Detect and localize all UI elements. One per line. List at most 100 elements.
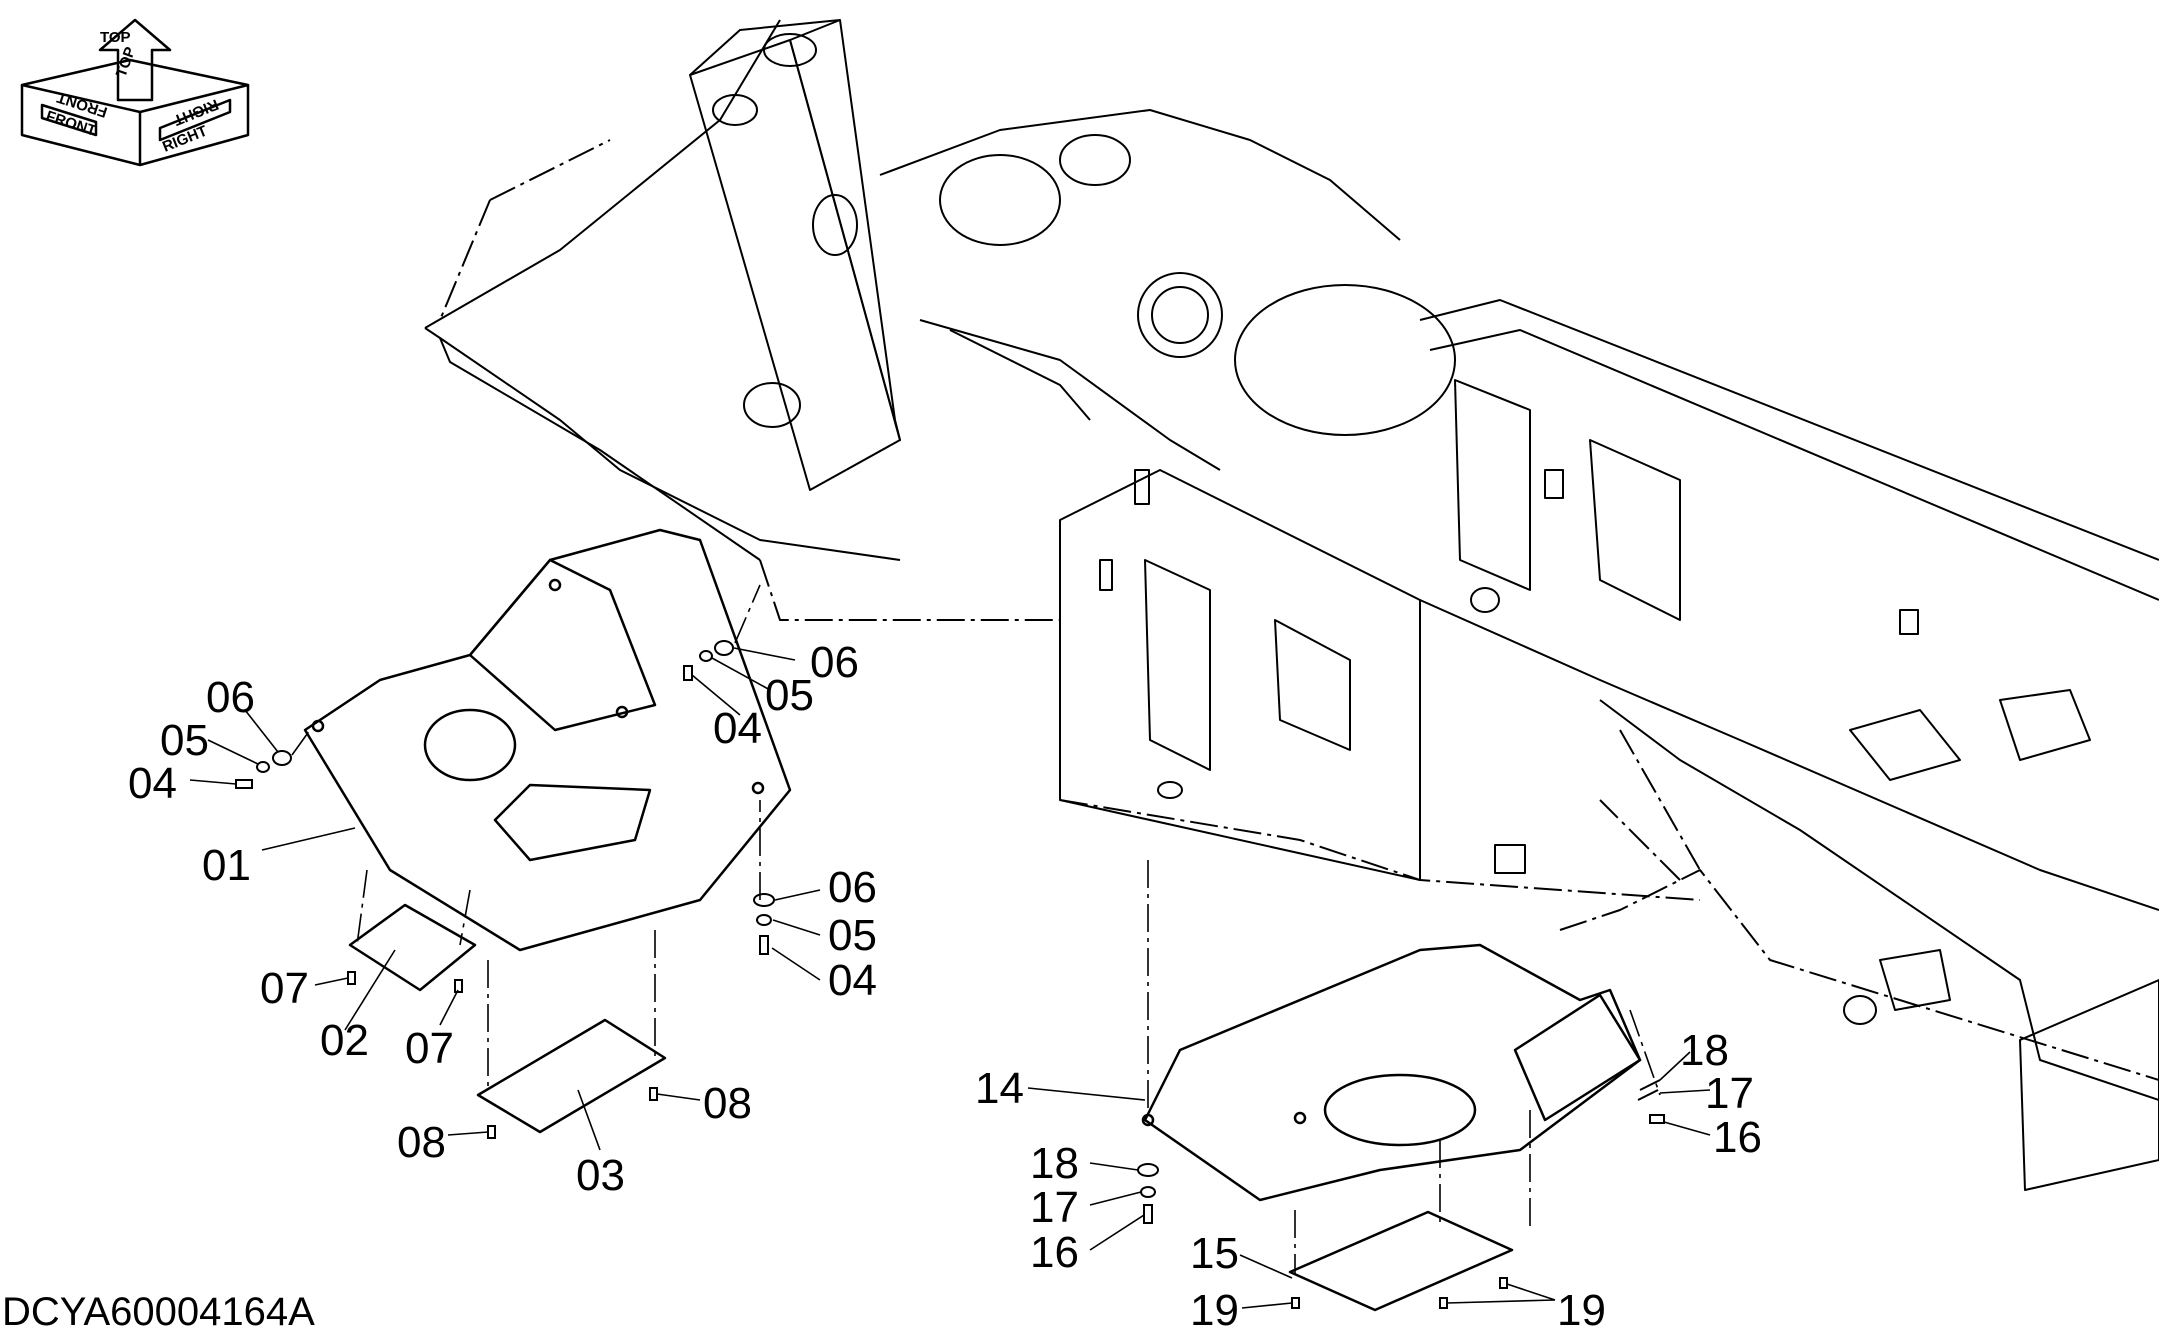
frame-left-deck-outline: [424, 19, 781, 329]
leader-02: [344, 949, 396, 1031]
leader-15: [1239, 1254, 1293, 1279]
right-cover-assembly: [1141, 943, 1642, 1312]
leader-18-center: [1089, 1162, 1139, 1171]
cover-01-hole-3: [751, 781, 765, 795]
chassis-access-panel-2: [1589, 439, 1681, 621]
plate-03: [476, 1018, 667, 1134]
chassis-hole-2: [1843, 995, 1877, 1025]
pillar-side-slot: [812, 194, 858, 256]
lockwasher-05-upper: [699, 650, 713, 662]
chassis-hole-1: [1470, 587, 1500, 613]
frame-center-deck-lower: [919, 319, 1221, 471]
callout-19-right: 19: [1557, 1286, 1606, 1335]
leader-19-left: [1241, 1302, 1293, 1309]
centerline-plate-02-b: [459, 889, 471, 946]
chassis-bracket-2: [1879, 949, 1951, 1011]
leader-18-right: [1659, 1051, 1691, 1081]
frame-pillar-top: [689, 19, 841, 76]
center-joint-hub: [1151, 286, 1209, 344]
frame-boss-3: [1494, 844, 1526, 874]
leader-07-right: [439, 989, 459, 1026]
callout-16-right: 16: [1713, 1113, 1762, 1162]
frame-hidden-envelope-right: [1559, 869, 2159, 1081]
callout-05-left: 05: [160, 716, 209, 765]
cover-01-hole-2: [615, 705, 629, 719]
screw-19-left: [1291, 1297, 1300, 1309]
callout-08-left: 08: [397, 1118, 446, 1167]
callout-15: 15: [1190, 1229, 1239, 1278]
frame-left-hidden-line: [439, 199, 491, 321]
swivel-opening-top: [1059, 134, 1131, 186]
leader-06-lower: [774, 889, 821, 901]
leader-16-center: [1089, 1214, 1145, 1251]
frame-pillar-side: [789, 19, 901, 441]
leader-16-right: [1663, 1121, 1711, 1136]
callout-04-upper: 04: [713, 704, 762, 753]
orientation-top-label: TOP: [100, 29, 131, 46]
screw-19-right: [1499, 1277, 1508, 1289]
callout-06-lower: 06: [828, 863, 877, 912]
machine-frame: [424, 19, 2159, 1191]
cover-14-plate: [1143, 943, 1642, 1202]
leader-06-upper: [733, 647, 796, 661]
callout-labels: 01 02 03 04 05 06 04 05 06 04 05 06 07 0…: [128, 638, 1762, 1335]
right-arrow: [158, 98, 232, 142]
left-cover-assembly: [303, 528, 792, 1134]
pillar-top-bore: [763, 33, 817, 67]
washer-18-right: [1639, 1079, 1661, 1091]
chassis-end-plate: [2019, 979, 2159, 1191]
callout-07-right: 07: [405, 1024, 454, 1073]
lockwasher-05-left: [256, 761, 270, 773]
fasteners: [235, 640, 1665, 1309]
frame-hidden-diagonal: [1599, 799, 1681, 881]
orientation-right-label: RIGHT: [160, 122, 210, 155]
leader-07-left: [314, 977, 349, 986]
frame-left-hidden-line-2: [489, 139, 611, 201]
callout-04-lower: 04: [828, 956, 877, 1005]
callout-07-left: 07: [260, 964, 309, 1013]
callout-06-upper: 06: [810, 638, 859, 687]
document-code: DCYA60004164A: [2, 1290, 315, 1334]
leader-19-right-a: [1446, 1299, 1556, 1304]
front-arrow: [40, 103, 98, 137]
leader-08-left: [447, 1131, 489, 1136]
callout-06-left: 06: [206, 673, 255, 722]
cover-14-opening: [1323, 1073, 1477, 1147]
callout-03: 03: [576, 1151, 625, 1200]
callout-18-right: 18: [1680, 1026, 1729, 1075]
chassis-access-panel-1: [1454, 379, 1531, 591]
callout-05-upper: 05: [765, 671, 814, 720]
leader-17-center: [1089, 1191, 1142, 1206]
washer-06-upper: [714, 640, 734, 656]
screw-07-right: [454, 979, 463, 993]
lower-body-window-left: [1144, 559, 1211, 771]
orientation-indicator: TOP TOP FRONT FRONT RIGHT RIGHT: [20, 18, 250, 167]
leader-08-right: [656, 1093, 701, 1101]
cover-01-plate: [303, 528, 792, 952]
cover-01-hole-4: [548, 578, 562, 592]
callout-08-right: 08: [703, 1079, 752, 1128]
washer-18-center: [1137, 1163, 1159, 1177]
frame-hidden-diagonal-2: [1619, 729, 1701, 871]
screw-19-mid: [1439, 1297, 1448, 1309]
leader-14: [1027, 1087, 1146, 1101]
leader-04-left: [189, 779, 237, 785]
frame-boss-5: [1899, 609, 1919, 635]
cover-14-raised-section: [1513, 993, 1642, 1122]
chassis-bracket-1: [1849, 709, 1961, 781]
frame-left-deck-edge: [439, 337, 761, 561]
leader-lines: [189, 647, 1711, 1309]
cover-14-hole-2: [1293, 1111, 1307, 1125]
lower-body-hole: [1157, 781, 1183, 799]
bolt-04-left: [235, 779, 253, 789]
callout-14: 14: [975, 1064, 1024, 1113]
plate-15: [1288, 1210, 1514, 1312]
callout-18-center: 18: [1030, 1139, 1079, 1188]
callout-17-right: 17: [1705, 1069, 1754, 1118]
callout-04-left: 04: [128, 759, 177, 808]
callout-17-center: 17: [1030, 1183, 1079, 1232]
cover-01-rect-opening: [493, 783, 652, 862]
centerline-upper-bolts: [734, 584, 761, 644]
frame-boss-1: [1134, 469, 1150, 505]
